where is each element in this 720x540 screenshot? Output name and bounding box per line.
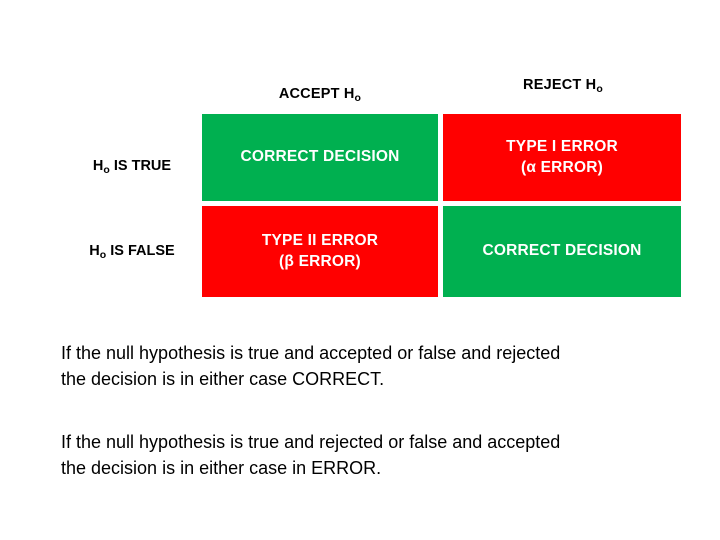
matrix-cell-false-reject: CORRECT DECISION [443, 206, 681, 297]
paragraph-line: If the null hypothesis is true and accep… [61, 343, 561, 363]
explanation-paragraph-error: If the null hypothesis is true and rejec… [61, 429, 686, 482]
matrix-column-headers: ACCEPT Ho REJECT Ho [202, 74, 681, 110]
matrix-cell-false-accept: TYPE II ERROR (β ERROR) [202, 206, 438, 297]
paragraph-line: the decision is in either case CORRECT. [61, 369, 385, 390]
paragraph-line: If the null hypothesis is true and rejec… [61, 432, 561, 452]
column-header-reject-label: REJECT H [523, 77, 597, 93]
column-header-accept: ACCEPT Ho [202, 86, 438, 104]
matrix-cell-true-reject: TYPE I ERROR (α ERROR) [443, 114, 681, 201]
matrix-cell-true-reject-text: TYPE I ERROR (α ERROR) [506, 137, 618, 179]
matrix-cell-true-accept: CORRECT DECISION [202, 114, 438, 201]
matrix-cell-line: TYPE I ERROR [506, 137, 618, 155]
matrix-cell-line: CORRECT DECISION [240, 148, 400, 166]
row-header-h0-false: Ho IS FALSE [32, 243, 232, 261]
decision-matrix: CORRECT DECISION TYPE I ERROR (α ERROR) … [202, 114, 681, 297]
row-header-h0-true: Ho IS TRUE [32, 158, 232, 176]
matrix-cell-false-accept-text: TYPE II ERROR (β ERROR) [262, 231, 378, 273]
row-header-h0-true-subscript: o [103, 164, 110, 176]
matrix-cell-line: TYPE II ERROR [261, 231, 379, 249]
matrix-cell-true-accept-text: CORRECT DECISION [240, 147, 399, 168]
matrix-cell-line: (β ERROR) [279, 252, 361, 270]
column-header-accept-label: ACCEPT H [278, 86, 355, 102]
column-header-accept-subscript: o [354, 92, 362, 104]
row-header-h0-false-subscript: o [99, 249, 107, 261]
matrix-cell-line: (α ERROR) [521, 158, 603, 176]
explanation-paragraph-correct: If the null hypothesis is true and accep… [61, 340, 686, 393]
paragraph-line: the decision is in either case in ERROR. [61, 458, 382, 479]
column-header-reject: REJECT Ho [445, 77, 681, 95]
row-header-h0-true-prefix: H [92, 158, 104, 174]
row-header-h0-false-prefix: H [89, 243, 100, 259]
row-header-h0-false-suffix: IS FALSE [106, 243, 175, 259]
matrix-cell-false-reject-text: CORRECT DECISION [482, 241, 641, 262]
row-header-h0-true-suffix: IS TRUE [109, 158, 172, 174]
matrix-cell-line: CORRECT DECISION [482, 242, 642, 260]
column-header-reject-subscript: o [596, 83, 603, 95]
